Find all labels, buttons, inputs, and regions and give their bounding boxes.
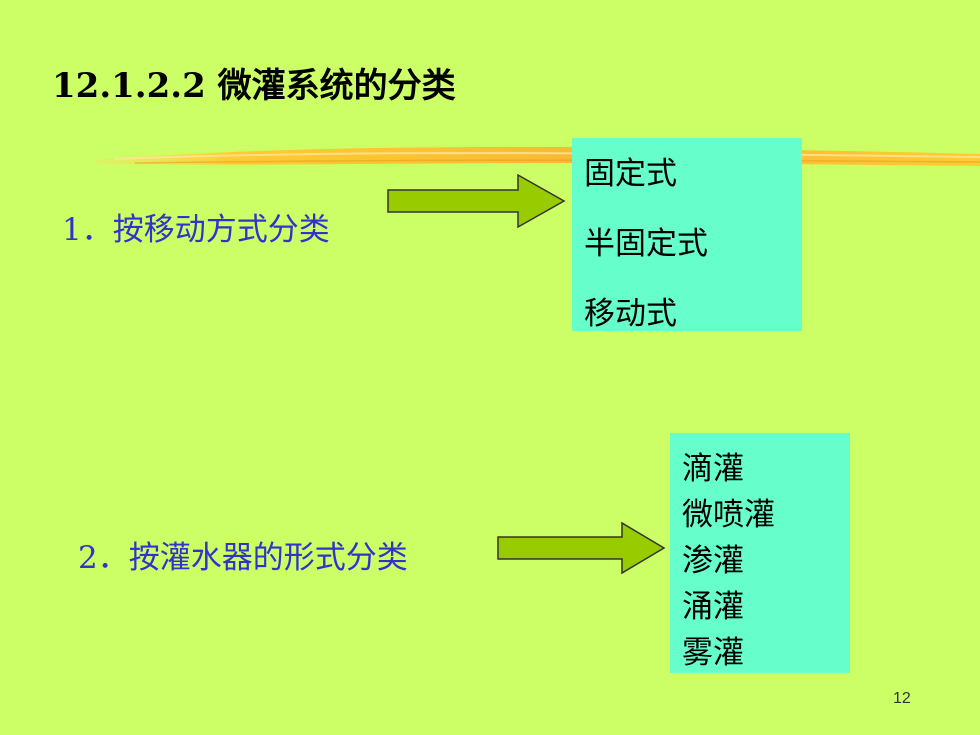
slide-title: 12.1.2.2 微灌系统的分类 (52, 66, 456, 106)
category-item: 滴灌 (682, 451, 744, 487)
category-item: 固定式 (584, 156, 677, 192)
category-box-2: 滴灌 微喷灌 渗灌 涌灌 雾灌 (670, 433, 850, 673)
classification-label-2: 2．按灌水器的形式分类 (78, 540, 408, 576)
right-arrow-icon (387, 173, 566, 229)
page-number: 12 (893, 690, 911, 707)
category-item: 半固定式 (584, 226, 708, 262)
brush-stroke-divider (95, 146, 980, 166)
right-arrow-icon (497, 521, 666, 575)
category-box-1: 固定式 半固定式 移动式 (572, 138, 802, 332)
category-item: 涌灌 (682, 589, 744, 625)
category-item: 渗灌 (682, 543, 744, 579)
category-item: 雾灌 (682, 635, 744, 671)
category-item: 微喷灌 (682, 497, 775, 533)
classification-label-1: 1．按移动方式分类 (62, 212, 330, 248)
category-item: 移动式 (584, 296, 677, 332)
